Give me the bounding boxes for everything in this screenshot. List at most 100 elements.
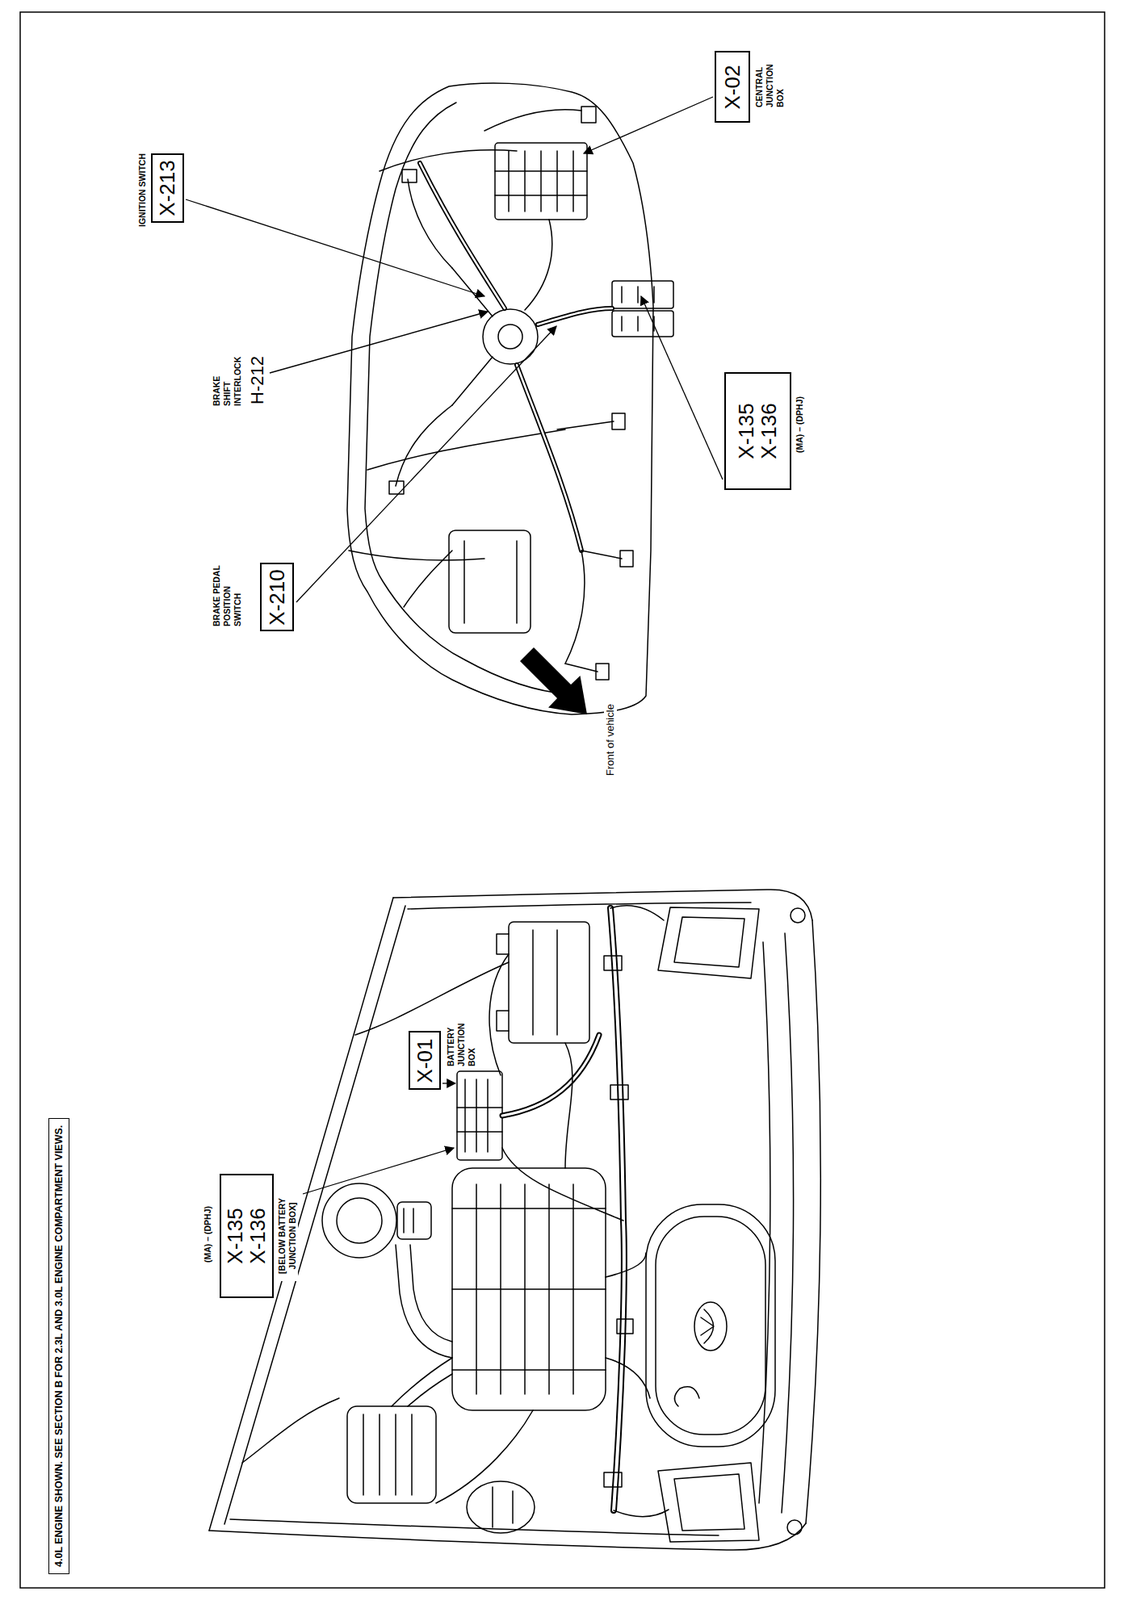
engine-compartment-illustration [452, 1168, 606, 1411]
engine-compartment-illustration [457, 1079, 503, 1153]
engine-compartment-illustration [658, 1463, 760, 1543]
engine-compartment-illustration [322, 1183, 397, 1259]
engine-compartment-illustration [209, 897, 394, 1531]
connector-id-box: X-01 [408, 1031, 441, 1091]
engine-compartment-illustration [805, 920, 821, 1524]
engine-compartment-illustration [496, 930, 558, 1036]
instrument-panel-illustration [403, 109, 582, 608]
leader-line [583, 96, 713, 154]
connector-id: X-210 [265, 568, 289, 628]
leader-line [269, 311, 488, 374]
engine-compartment-illustration [397, 1202, 432, 1240]
engine-compartment-illustration [610, 908, 625, 1511]
leader-line [185, 96, 723, 1195]
instrument-panel-illustration [516, 364, 582, 551]
part-label: BRAKE PEDAL POSITION SWITCH [211, 554, 244, 628]
instrument-panel-illustration [557, 421, 622, 672]
engine-compartment-illustration [645, 1204, 776, 1447]
note-title: 4.0L ENGINE SHOWN. SEE SECTION B FOR 2.3… [48, 1118, 70, 1575]
part-label: CENTRAL JUNCTION BOX [754, 60, 786, 109]
part-label: H-212 [246, 355, 269, 406]
part-label: (MA) – (DPHJ) [202, 1205, 214, 1264]
part-label: BRAKE SHIFT INTERLOCK [211, 352, 244, 407]
page-border [20, 12, 1105, 1589]
engine-compartment-illustration [616, 1319, 634, 1334]
engine-compartment-illustration [393, 889, 813, 921]
leader-line [641, 296, 723, 480]
engine-compartment-illustration [508, 922, 590, 1044]
instrument-panel-illustration [364, 102, 570, 695]
part-label: IGNITION SWITCH [137, 152, 148, 228]
engine-compartment-illustration [694, 1302, 727, 1351]
engine-compartment-illustration [610, 908, 625, 1511]
instrument-panel-illustration [524, 219, 585, 664]
leader-line [296, 326, 557, 603]
instrument-panel-illustration [389, 481, 404, 495]
engine-compartment-illustration [489, 954, 624, 1221]
engine-compartment-illustration [502, 1035, 600, 1116]
instrument-panel-illustration [620, 550, 634, 567]
instrument-panel-illustration [448, 530, 531, 634]
connector-id: X-135 X-136 [223, 1207, 269, 1267]
instrument-panel-illustration [419, 163, 505, 309]
leader-line [442, 1082, 456, 1084]
engine-compartment-illustration [605, 1253, 651, 1399]
engine-compartment-illustration [603, 956, 622, 971]
engine-compartment-illustration [787, 1520, 802, 1536]
engine-compartment-illustration [658, 907, 760, 979]
engine-compartment-illustration [391, 1358, 453, 1407]
instrument-panel-illustration [348, 150, 517, 561]
instrument-panel-illustration [516, 364, 582, 551]
engine-compartment-illustration [436, 1043, 573, 1504]
engine-compartment-illustration [457, 1071, 503, 1161]
engine-compartment-illustration [610, 1085, 629, 1100]
instrument-panel-illustration [537, 308, 613, 325]
instrument-panel-illustration [621, 286, 655, 332]
connector-id: X-01 [413, 1037, 437, 1085]
engine-compartment-illustration [781, 933, 794, 1514]
connector-id-box: X-135 X-136 [724, 372, 792, 491]
part-label: Front of vehicle [603, 703, 617, 777]
instrument-panel-illustration [347, 83, 654, 715]
connector-id-box: X-02 [714, 51, 751, 124]
engine-compartment-illustration [674, 917, 745, 968]
part-label: (MA) – (DPHJ) [794, 395, 806, 454]
engine-compartment-illustration [242, 962, 509, 1464]
connector-id: X-135 X-136 [734, 402, 781, 462]
instrument-panel-illustration [482, 309, 538, 365]
front-arrow [520, 647, 588, 715]
engine-compartment-illustration [209, 1523, 806, 1551]
instrument-panel-illustration [537, 308, 613, 325]
engine-compartment-illustration [347, 1406, 437, 1504]
engine-compartment-illustration [492, 1487, 513, 1528]
engine-compartment-illustration [700, 1309, 714, 1344]
instrument-panel-illustration [419, 163, 505, 309]
engine-compartment-illustration [502, 1035, 600, 1116]
instrument-panel-illustration [595, 663, 609, 680]
engine-compartment-illustration [603, 1472, 622, 1488]
engine-compartment-illustration [674, 1474, 745, 1531]
engine-compartment-illustration [363, 1414, 412, 1496]
engine-compartment-illustration [230, 1519, 719, 1536]
connector-id-box: X-213 [150, 153, 185, 223]
engine-compartment-illustration [410, 1245, 453, 1343]
connector-id-box: X-135 X-136 [219, 1174, 274, 1299]
engine-compartment-illustration [395, 1245, 453, 1359]
engine-compartment-illustration [336, 1198, 382, 1244]
part-label: BATTERY JUNCTION BOX [445, 1019, 478, 1068]
instrument-panel-illustration [347, 83, 674, 715]
part-label: [BELOW BATTERY JUNCTION BOX] [276, 1191, 298, 1282]
instrument-panel-illustration [464, 541, 517, 624]
instrument-panel-illustration [494, 150, 588, 212]
engine-compartment-illustration [209, 889, 821, 1551]
leader-line [185, 199, 485, 297]
instrument-panel-illustration [395, 179, 453, 487]
instrument-panel-illustration [367, 429, 566, 470]
engine-compartment-illustration [466, 1481, 535, 1534]
instrument-panel-illustration [581, 106, 596, 123]
leader-line [302, 1148, 454, 1195]
instrument-panel-illustration [494, 142, 588, 220]
instrument-panel-illustration [402, 169, 417, 183]
